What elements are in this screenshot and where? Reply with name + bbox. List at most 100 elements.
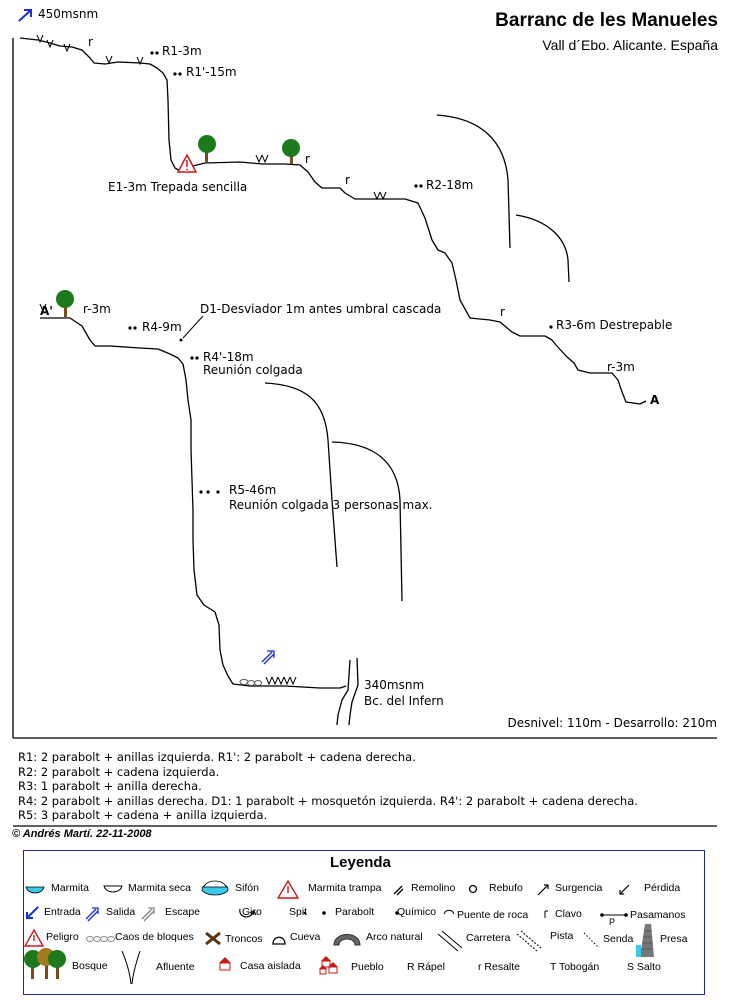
legend-entrada: Entrada: [44, 906, 81, 918]
water-mark: [255, 154, 269, 164]
legend-bosque: Bosque: [72, 960, 108, 972]
spit-icon: [303, 911, 307, 915]
legend-marmita-seca: Marmita seca: [128, 882, 192, 894]
wall-curve-1: [436, 114, 511, 249]
water-mark: [265, 676, 297, 686]
remolino-icon: [393, 885, 404, 896]
legend-carretera: Carretera: [466, 932, 511, 944]
note-line: R3: 1 parabolt + anilla derecha.: [18, 779, 202, 793]
legend-remolino: Remolino: [411, 882, 456, 894]
tree-icon: [198, 135, 216, 162]
legend-puente-roca: Puente de roca: [457, 909, 529, 921]
note-line: R2: 2 parabolt + cadena izquierda.: [18, 764, 220, 779]
legend-senda: Senda: [603, 933, 634, 945]
legend-perdida: Pérdida: [644, 882, 681, 894]
legend-pasamanos-p: P: [609, 917, 616, 927]
label-r1-prime: R1'-15m: [186, 65, 237, 79]
water-mark: [373, 191, 387, 201]
pasamanos-icon: [600, 913, 628, 917]
marmita-icon: [25, 886, 45, 894]
legend-escape: Escape: [165, 906, 201, 918]
wall-curve-4: [331, 441, 403, 602]
clavo-icon: [544, 910, 548, 918]
exit-arrow-icon: [261, 650, 275, 665]
salida-icon: [85, 907, 99, 922]
label-point-a: A: [650, 393, 660, 407]
legend-salida: Salida: [106, 906, 136, 918]
marmita-seca-icon: [103, 885, 123, 893]
legend-giro: Giro: [242, 906, 262, 918]
label-stats: Desnivel: 110m - Desarrollo: 210m: [507, 716, 717, 730]
legend-clavo: Clavo: [555, 908, 582, 920]
anchor-dot: [173, 72, 177, 76]
troncos-icon: [205, 931, 221, 946]
legend-surgencia: Surgencia: [555, 882, 603, 894]
legend-rebufo: Rebufo: [489, 882, 523, 894]
wall-curve-2: [515, 214, 570, 283]
anchor-dot: [128, 326, 132, 330]
d1-leader-line: [182, 315, 204, 339]
parabolt-icon: [322, 911, 326, 915]
page-subtitle: Vall d´Ebo. Alicante. España: [542, 37, 718, 53]
anchor-dot: [419, 184, 423, 188]
pueblo-icon: [319, 956, 338, 975]
legend-peligro: Peligro: [46, 931, 79, 943]
label-r4: R4-9m: [142, 320, 182, 334]
label-r4-prime: R4'-18m: [203, 350, 254, 364]
water-mark: [39, 303, 47, 313]
water-mark: [136, 56, 144, 66]
tributary-line-right: [348, 657, 359, 726]
legend-tobogan: T Tobogán: [550, 961, 600, 973]
label-r-top: r: [88, 35, 93, 49]
label-r-3m-right: r-3m: [607, 360, 635, 374]
notes-block: R1: 2 parabolt + anillas izquierda. R1':…: [18, 750, 638, 823]
legend-marmita-trampa: Marmita trampa: [308, 882, 382, 894]
label-r-mid2: r: [345, 173, 350, 187]
legend-parabolt: Parabolt: [335, 906, 375, 918]
legend-pueblo: Pueblo: [351, 961, 384, 973]
anchor-dot: [195, 356, 199, 360]
legend-sifon: Sifón: [235, 882, 259, 894]
legend-spit: Spit: [289, 906, 308, 918]
label-exit-altitude: 340msnm: [364, 678, 425, 692]
anchor-dot: [155, 51, 159, 55]
label-r1: R1-3m: [162, 44, 202, 58]
puente-roca-icon: [443, 909, 455, 915]
senda-icon: [583, 932, 600, 949]
legend-pasamanos: Pasamanos: [630, 909, 686, 921]
label-point-a-prime: A': [40, 304, 53, 318]
peligro-icon: [24, 928, 45, 947]
arco-natural-icon: [333, 934, 361, 946]
quimico-icon: [395, 911, 399, 915]
legend-quimico: Químico: [397, 906, 437, 918]
anchor-dot: [549, 325, 553, 329]
wall-curve-3: [264, 382, 338, 568]
legend-casa: Casa aislada: [240, 960, 301, 972]
legend-arco: Arco natural: [366, 931, 423, 943]
pista-icon: [516, 930, 542, 952]
note-line: R4: 2 parabolt + anillas derecha. D1: 1 …: [18, 793, 638, 808]
legend-troncos: Troncos: [225, 933, 263, 945]
tree-icon: [282, 139, 300, 164]
page-title: Barranc de les Manueles: [495, 10, 718, 31]
legend-marmita: Marmita: [51, 882, 89, 894]
presa-icon: [636, 924, 654, 957]
water-mark: [63, 43, 71, 53]
anchor-dot: [178, 72, 182, 76]
label-r3: R3-6m Destrepable: [556, 318, 673, 332]
legend-title: Leyenda: [330, 854, 391, 871]
legend-pista: Pista: [550, 930, 574, 942]
canyon-profile-upper: [19, 37, 647, 405]
note-line: R1: 2 parabolt + anillas izquierda. R1':…: [18, 750, 416, 764]
water-mark: [105, 55, 113, 65]
legend-icons: [24, 879, 654, 985]
legend-resalte: r Resalte: [478, 961, 521, 973]
carretera-icon: [437, 930, 463, 952]
entry-arrow-icon: [18, 9, 32, 22]
label-r2: R2-18m: [426, 178, 474, 192]
label-r5-note: Reunión colgada 3 personas max.: [229, 498, 433, 512]
label-e1: E1-3m Trepada sencilla: [108, 180, 248, 194]
caos-icon: [86, 936, 115, 942]
label-exit-name: Bc. del Infern: [364, 694, 444, 708]
